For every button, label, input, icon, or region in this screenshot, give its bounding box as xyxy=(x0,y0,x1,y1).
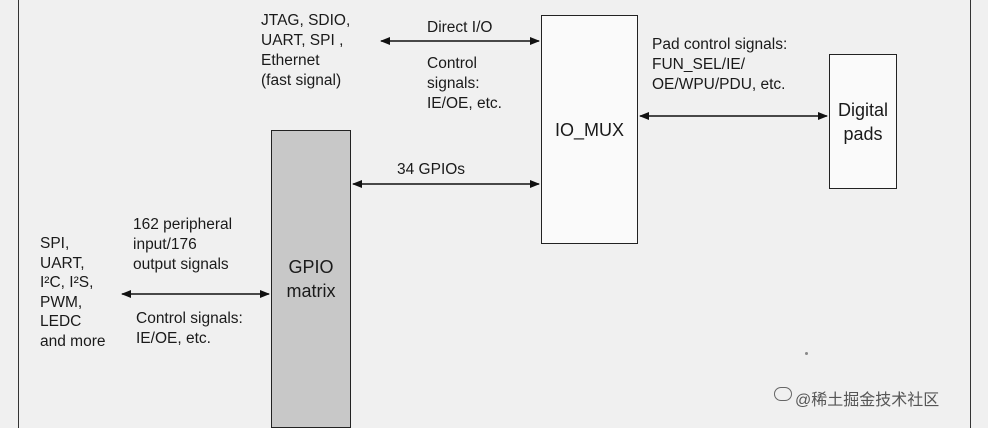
peripheral-signals-label: 162 peripheral input/176 output signals xyxy=(133,216,233,273)
decorative-dot xyxy=(805,352,808,355)
peripherals-list-label: SPI, UART, I²C, I²S, PWM, LEDC and more xyxy=(40,235,106,350)
digital-pads-block: Digital pads xyxy=(829,54,897,189)
gpio-matrix-block: GPIO matrix xyxy=(271,130,351,428)
wechat-icon xyxy=(774,387,792,401)
control-signals-top-label: Control signals: IE/OE, etc. xyxy=(427,55,502,112)
digital-pads-label: Digital pads xyxy=(837,99,889,144)
top-left-sources-label: JTAG, SDIO, UART, SPI , Ethernet (fast s… xyxy=(261,12,351,89)
gpios-label: 34 GPIOs xyxy=(397,161,466,178)
io-mux-label: IO_MUX xyxy=(554,119,624,140)
control-signals-bottom-label: Control signals: IE/OE, etc. xyxy=(136,310,243,347)
pad-control-label: Pad control signals: FUN_SEL/IE/ OE/WPU/… xyxy=(652,36,788,93)
direct-io-label: Direct I/O xyxy=(427,19,493,36)
gpio-matrix-label: GPIO matrix xyxy=(286,257,336,301)
frame-left-border xyxy=(18,0,19,428)
watermark-text: @稀土掘金技术社区 xyxy=(795,392,940,409)
frame-right-border xyxy=(970,0,971,428)
io-mux-block: IO_MUX xyxy=(541,15,638,244)
